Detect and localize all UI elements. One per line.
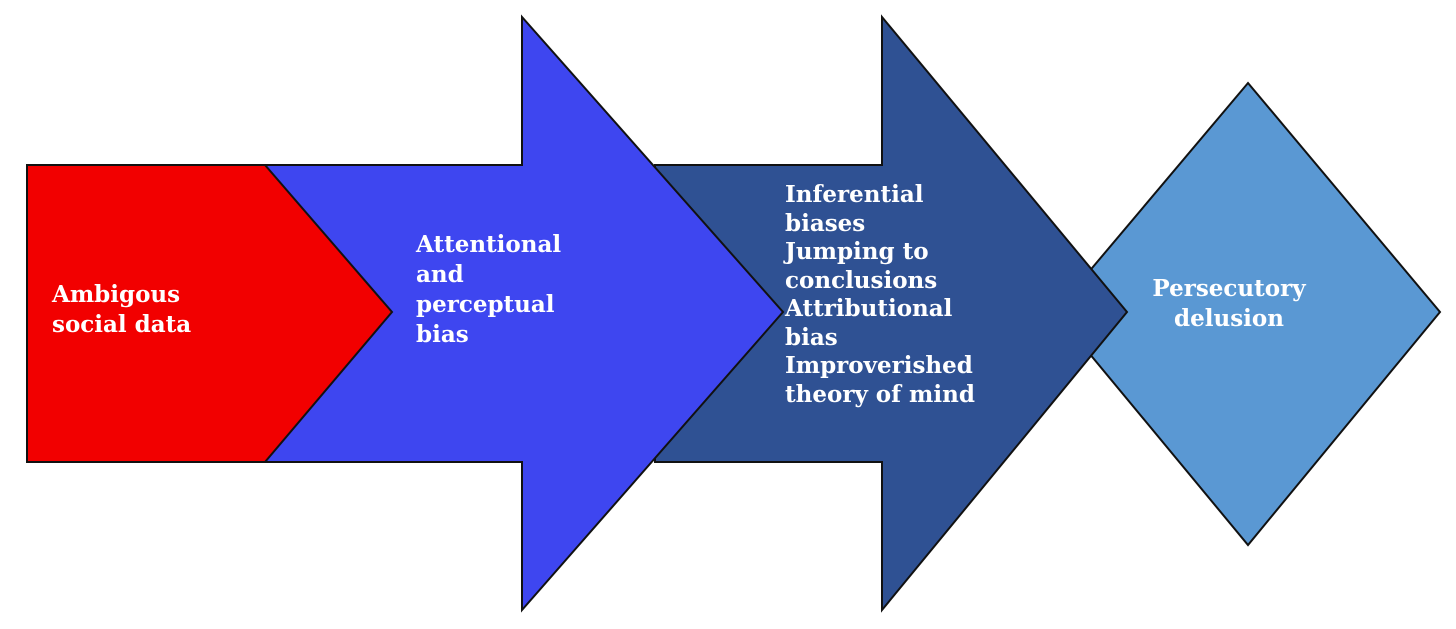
stage-3-line: biases — [785, 209, 866, 237]
stage-3-line: bias — [785, 323, 838, 351]
stage-3-label: Inferential biases Jumping to conclusion… — [785, 181, 975, 409]
stage-3-line: theory of mind — [785, 380, 975, 408]
stage-4-line: delusion — [1174, 305, 1284, 332]
stage-3-arrow — [654, 14, 1129, 613]
stage-1-chevron — [26, 164, 394, 463]
stage-2-arrow — [264, 14, 785, 613]
stage-2-label: Attentional and perceptual bias — [416, 230, 561, 350]
stage-3-line: Attributional — [785, 295, 953, 322]
stage-3-line: Inferential — [785, 181, 924, 208]
stage-2-line: bias — [416, 321, 469, 348]
stage-1-line: Ambigous — [52, 281, 181, 308]
stage-4-line: Persecutory — [1152, 275, 1306, 302]
stage-2-line: Attentional — [416, 231, 562, 258]
stage-2-line: and — [416, 261, 464, 288]
stage-3-line: Improverished — [785, 352, 973, 379]
stage-3-line: conclusions — [785, 266, 938, 294]
stage-1-label: Ambigous social data — [52, 280, 191, 340]
stage-4-label: Persecutory delusion — [1130, 274, 1328, 334]
stage-2-line: perceptual — [416, 291, 555, 318]
stage-1-line: social data — [52, 311, 192, 338]
stage-3-line: Jumping to — [785, 238, 929, 265]
stage-4-diamond — [1053, 81, 1442, 547]
